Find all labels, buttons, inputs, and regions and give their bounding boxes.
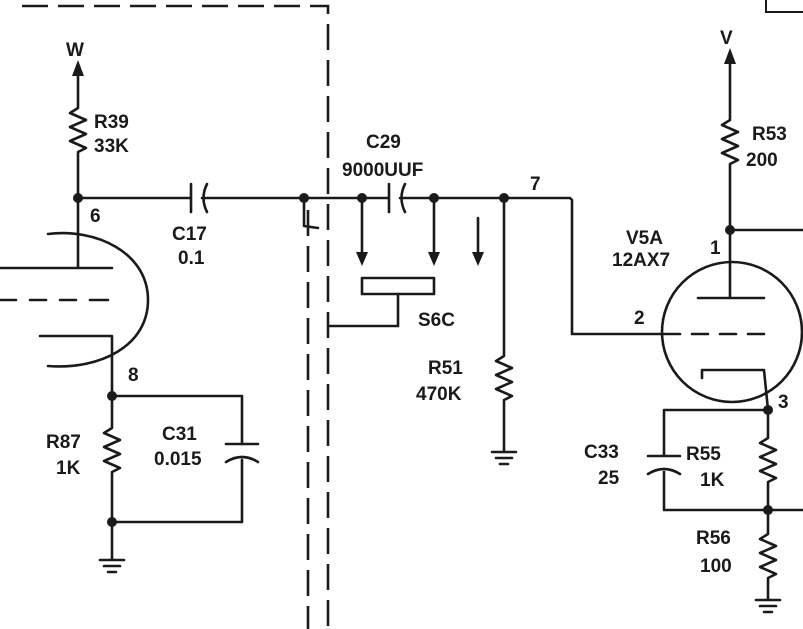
c17-capacitor [189, 182, 209, 214]
pin7-label: 7 [530, 174, 541, 195]
r53-resistor [720, 60, 740, 232]
r56-ground [754, 598, 782, 614]
r51-value: 470K [416, 384, 462, 405]
s6c-linkage [328, 292, 400, 328]
c33-value: 25 [598, 468, 620, 489]
w-rail-arrow [72, 60, 84, 76]
r56-ref: R56 [696, 528, 731, 549]
r56-resistor [758, 508, 778, 602]
c31-ref: C31 [162, 424, 197, 445]
v5a-ref: V5A [626, 228, 663, 249]
c17-ref: C17 [172, 224, 207, 245]
pin3-label: 3 [778, 392, 789, 413]
r87-resistor [102, 394, 122, 524]
v5a-cathode [700, 368, 770, 412]
pin6-label: 6 [90, 206, 101, 227]
c33-wire [662, 408, 770, 512]
c31-wire [110, 394, 244, 524]
r51-resistor [494, 196, 514, 454]
c31-value: 0.015 [154, 449, 202, 470]
left-tube-plate [0, 196, 114, 270]
r53-ref: R53 [752, 124, 787, 145]
r87-ref: R87 [46, 432, 81, 453]
v-rail-arrow [724, 48, 736, 64]
left-ground [98, 520, 126, 574]
upper-right-frame [765, 0, 803, 13]
coupling-wire [76, 196, 664, 336]
v5a-envelope [660, 260, 803, 404]
r55-ref: R55 [686, 444, 721, 465]
v5a-type: 12AX7 [612, 250, 670, 271]
pin2-label: 2 [634, 308, 645, 329]
r53-value: 200 [746, 150, 778, 171]
c31-capacitor [224, 442, 260, 464]
v-rail-label: V [720, 28, 733, 49]
s6c-ref: S6C [418, 310, 455, 331]
r39-ref: R39 [94, 112, 129, 133]
pin1-label: 1 [710, 238, 721, 259]
c29-value: 9000UUF [342, 160, 423, 181]
r39-value: 33K [94, 136, 129, 157]
r51-ref: R51 [428, 358, 463, 379]
node-left-drop [302, 196, 320, 230]
r51-ground [490, 450, 518, 466]
s6c-actuator [360, 276, 436, 296]
left-tube-cathode [38, 334, 114, 398]
shield-boundary [22, 4, 330, 629]
pin8-label: 8 [128, 365, 139, 386]
r39-resistor [68, 72, 88, 200]
v5a-plate [696, 228, 766, 300]
s6c-arrow-right [472, 252, 484, 266]
c29-capacitor [387, 182, 407, 214]
left-tube-envelope [46, 231, 150, 368]
r55-resistor [758, 408, 778, 512]
r55-value: 1K [700, 470, 725, 491]
r87-value: 1K [56, 458, 81, 479]
w-rail-label: W [66, 40, 84, 61]
c33-capacitor [646, 454, 682, 476]
c17-value: 0.1 [178, 248, 205, 269]
r56-value: 100 [700, 556, 732, 577]
c29-ref: C29 [366, 132, 401, 153]
s6c-arrow-left [356, 252, 368, 266]
s6c-arrow-mid [428, 252, 440, 266]
c33-ref: C33 [584, 442, 619, 463]
